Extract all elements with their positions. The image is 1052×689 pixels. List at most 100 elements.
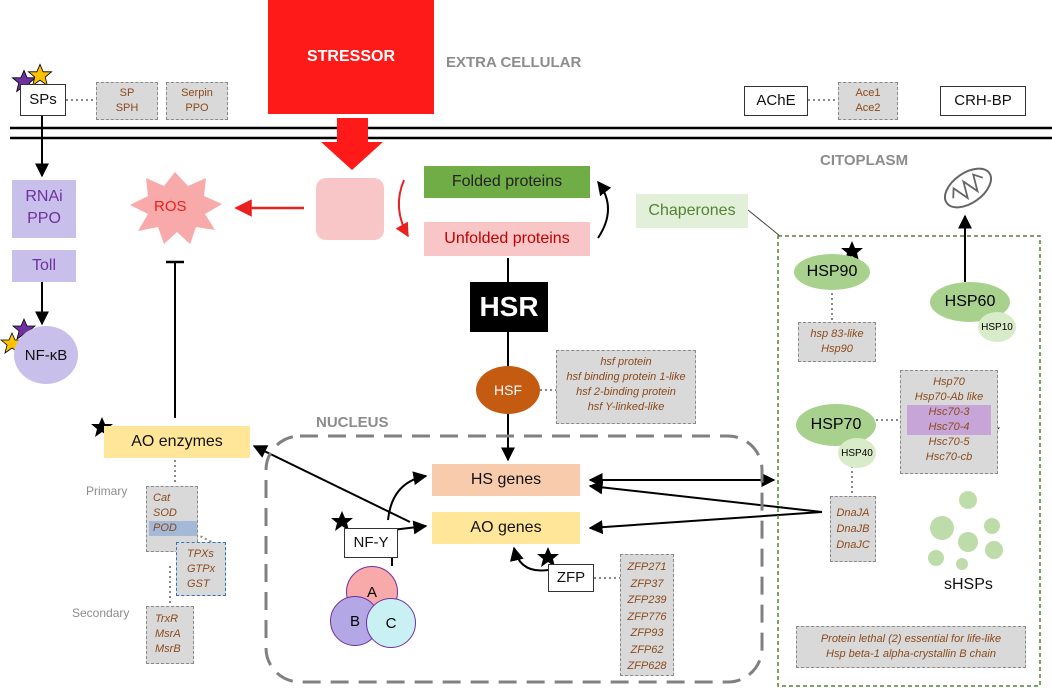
chaperones-label: Chaperones (648, 202, 736, 219)
toll-box: Toll (12, 250, 76, 282)
subunit-a-label: A (366, 583, 377, 601)
hsp60-label: HSP60 (944, 293, 996, 310)
zfp239-text: ZFP239 (627, 594, 667, 606)
subunit-c-circle: C (366, 598, 416, 648)
hsp90-label: HSP90 (806, 263, 858, 280)
hsf-ylinked-text: hsf Y-linked-like (587, 401, 665, 413)
aogenes-aoenzymes-arrow (252, 445, 411, 523)
hsp70-ellipse: HSP70 (796, 404, 876, 446)
ace-box: Ace1 Ace2 (838, 82, 898, 120)
unfolded-proteins-box: Unfolded proteins (424, 222, 590, 256)
msra-text: MsrA (155, 628, 181, 640)
zfp37-text: ZFP37 (630, 577, 664, 590)
gtpx-text: GTPx (187, 563, 216, 575)
hsf-circle: HSF (476, 366, 540, 414)
hsf-proteins-box: hsf protein hsf binding protein 1-like h… (556, 350, 696, 424)
hsf-label: HSF (494, 382, 522, 398)
chaperones-link-line (747, 209, 781, 237)
star-zfp-icon (537, 547, 559, 567)
ros-label: ROS (154, 198, 187, 215)
ache-box: AChE (744, 86, 808, 116)
zfp93-text: ZFP93 (630, 627, 664, 639)
rnai-label: RNAi (25, 188, 63, 205)
serpin-text: Serpin (181, 87, 213, 99)
sp-sph-box: SP SPH (96, 82, 158, 120)
dnajb-text: DnaJB (836, 523, 870, 535)
chaperones-box: Chaperones (636, 194, 748, 228)
nfy-hsgenes-arrow (387, 471, 428, 521)
tpxs-text: TPXs (187, 548, 214, 560)
ace2-text: Ace2 (855, 102, 881, 114)
nucleus-label: NUCLEUS (316, 414, 389, 431)
zfp776-text: ZFP776 (627, 610, 667, 623)
ao-enzymes-label: AO enzymes (131, 433, 223, 450)
dnaj-aogenes-arrow (588, 511, 823, 535)
shsp-circles-icon (928, 491, 1003, 570)
dnaj-box: DnaJA DnaJB DnaJC (830, 496, 876, 562)
cytoplasm-label: CITOPLASM (820, 152, 909, 169)
protein-stress-box (316, 178, 384, 240)
pod-text: POD (149, 521, 197, 536)
nfy-box: NF-Y (344, 528, 398, 558)
hsp10-circle: HSP10 (978, 312, 1016, 342)
dnaja-text: DnaJA (836, 507, 870, 519)
hsf-bp1-text: hsf binding protein 1-like (566, 371, 686, 383)
ao-genes-box: AO genes (432, 512, 580, 544)
hsc70-5-text: Hsc70-5 (928, 436, 970, 448)
hsc70-4-text: Hsc70-4 (907, 420, 991, 435)
unfolded-proteins-label: Unfolded proteins (444, 230, 570, 247)
star-nfy-icon (331, 511, 353, 531)
hsf-protein-text: hsf protein (600, 356, 652, 368)
secondary-enzymes-box: TrxR MsrA MsrB (146, 606, 194, 664)
hsp40-circle: HSP40 (838, 438, 876, 468)
cat-text: Cat (153, 492, 171, 504)
rnai-ppo-box: RNAi PPO (12, 180, 76, 238)
crhbp-box: CRH-BP (940, 86, 1026, 116)
chaperone-panel-border (777, 235, 1041, 687)
misfold-curved-arrow (395, 179, 409, 238)
nucleus-border (264, 434, 764, 684)
hsc70cb-text: Hsc70-cb (925, 451, 973, 463)
folded-proteins-label: Folded proteins (451, 173, 563, 190)
zfp271-text: ZFP271 (627, 561, 667, 573)
ao-enzymes-box: AO enzymes (104, 426, 250, 458)
hsr-label: HSR (479, 291, 539, 322)
gst-text: GST (187, 578, 210, 590)
sod-text: SOD (153, 507, 177, 519)
refold-curved-arrow (597, 180, 612, 239)
extracellular-label: EXTRA CELLULAR (446, 54, 582, 71)
sps-box: SPs (20, 84, 66, 116)
hs-genes-label: HS genes (470, 471, 542, 488)
hsp90-genes-box: hsp 83-like Hsp90 (798, 322, 876, 362)
hsp10-label: HSP10 (981, 321, 1013, 333)
primary-enzymes-box: Cat SOD POD (146, 486, 198, 552)
mitochondrion-icon (944, 167, 992, 209)
hsf-2bp-text: hsf 2-binding protein (576, 386, 676, 398)
secondary-label: Secondary (72, 606, 130, 620)
zfp-aogenes-arrow (510, 546, 549, 572)
lethal-protein-text: Protein lethal (2) essential for life-li… (820, 633, 1002, 645)
hsp70-gene-text: Hsp70 (933, 376, 965, 388)
stressor-arrow (321, 118, 383, 170)
primary-label: Primary (86, 484, 128, 498)
sph-text: SPH (115, 102, 139, 114)
crhbp-label: CRH-BP (954, 92, 1012, 109)
ros-burst-shape (130, 172, 222, 244)
dnaj-hsgenes-arrow (588, 480, 823, 513)
folded-proteins-box: Folded proteins (424, 166, 590, 198)
msrb-text: MsrB (155, 643, 181, 655)
nfkb-label: NF-κB (24, 346, 68, 364)
hsp70ab-text: Hsp70-Ab like (914, 391, 984, 403)
zfp-label: ZFP (556, 569, 586, 586)
hsp70-genes-box: Hsp70 Hsp70-Ab like Hsc70-3 Hsc70-4 Hsc7… (900, 370, 998, 474)
sps-label: SPs (29, 91, 57, 108)
stressor-box: STRESSOR (268, 0, 434, 114)
dnajc-text: DnaJC (836, 539, 870, 551)
ppo-text: PPO (185, 102, 209, 114)
subunit-b-label: B (349, 612, 360, 630)
trxr-text: TrxR (155, 613, 179, 625)
hsp-beta1-text: Hsp beta-1 alpha-crystallin B chain (826, 648, 996, 660)
shsps-label: sHSPs (944, 576, 993, 593)
sp-text: SP (119, 87, 135, 99)
